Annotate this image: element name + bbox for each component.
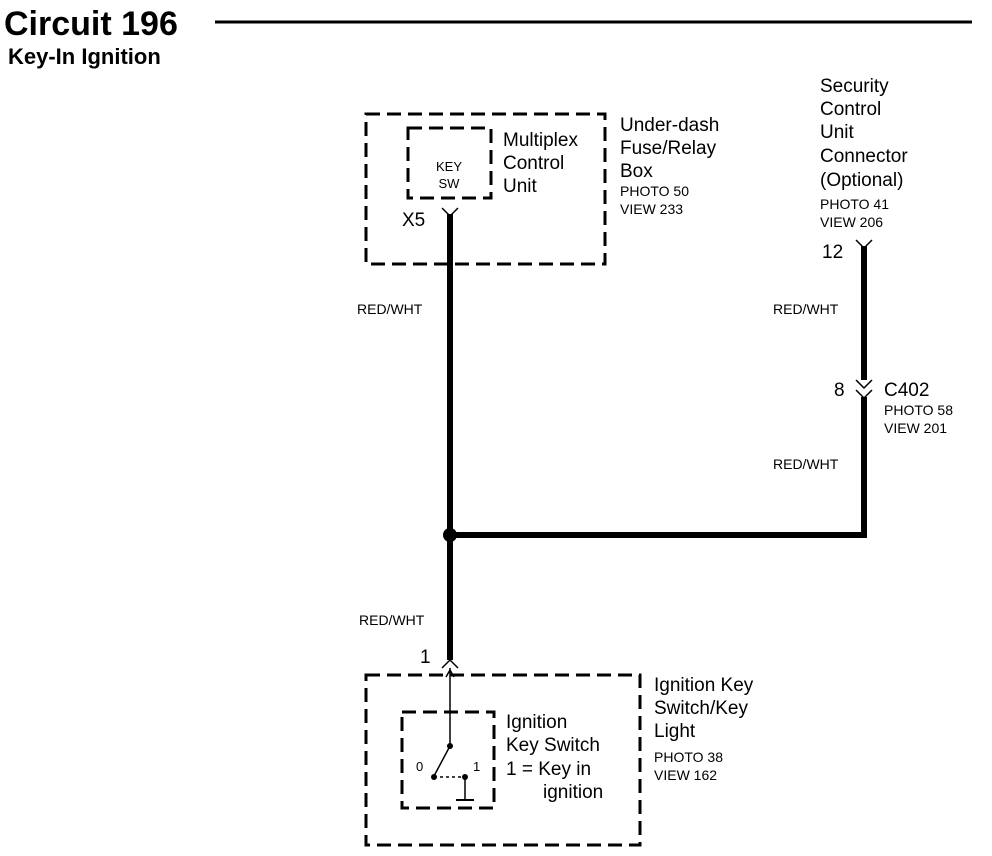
multiplex-label-3: Unit (503, 176, 538, 197)
switch-pos-0: 0 (416, 759, 423, 774)
pin-x5-label: X5 (402, 210, 425, 231)
wire-label-left-lower: RED/WHT (359, 612, 425, 628)
ignition-view: VIEW 162 (654, 767, 717, 783)
ignition-inner-3: 1 = Key in (506, 759, 591, 780)
c402-connector-top (855, 379, 873, 390)
security-view: VIEW 206 (820, 214, 883, 230)
c402-pin-label: 8 (834, 380, 845, 401)
key-sw-label-2: SW (439, 176, 461, 191)
switch-lead-arrow (445, 668, 455, 678)
security-label-2: Control (820, 99, 881, 120)
ignition-photo: PHOTO 38 (654, 749, 723, 765)
ignition-switch-outline (364, 673, 642, 847)
switch-blade (433, 745, 451, 777)
key-sw-outline (406, 126, 493, 200)
fuse-box-view: VIEW 233 (620, 201, 683, 217)
fuse-box-photo: PHOTO 50 (620, 183, 689, 199)
ignition-label-2: Switch/Key (654, 698, 748, 719)
wire-label-left-upper: RED/WHT (357, 301, 423, 317)
fuse-box-label-3: Box (620, 161, 653, 182)
ignition-inner-1: Ignition (506, 712, 567, 733)
circuit-subtitle: Key-In Ignition (8, 44, 161, 69)
wire-label-right-upper: RED/WHT (773, 301, 839, 317)
ignition-inner-outline (400, 710, 496, 810)
security-photo: PHOTO 41 (820, 196, 889, 212)
circuit-title: Circuit 196 (4, 5, 178, 43)
multiplex-label-1: Multiplex (503, 130, 578, 151)
c402-name: C402 (884, 380, 929, 401)
security-label-3: Unit (820, 122, 855, 143)
wire-right-lower (450, 397, 867, 538)
c402-connector-bottom (855, 389, 873, 400)
wire-label-right-lower: RED/WHT (773, 456, 839, 472)
fuse-box-outline (364, 112, 607, 266)
security-label-4: Connector (820, 146, 908, 167)
ignition-inner-4: ignition (543, 782, 603, 803)
ignition-label-3: Light (654, 721, 696, 742)
pin-12-label: 12 (822, 242, 843, 263)
multiplex-label-2: Control (503, 153, 564, 174)
security-label-1: Security (820, 76, 889, 97)
fuse-box-label-2: Fuse/Relay (620, 138, 717, 159)
security-label-5: (Optional) (820, 170, 903, 191)
c402-photo: PHOTO 58 (884, 402, 953, 418)
key-sw-label-1: KEY (436, 159, 462, 174)
ignition-inner-2: Key Switch (506, 735, 600, 756)
ignition-label-1: Ignition Key (654, 675, 754, 696)
c402-view: VIEW 201 (884, 420, 947, 436)
splice-point (443, 528, 457, 542)
switch-pos-1: 1 (473, 759, 480, 774)
pin-1-label: 1 (420, 647, 431, 668)
pin-1-connector (441, 658, 459, 669)
fuse-box-label-1: Under-dash (620, 115, 719, 136)
